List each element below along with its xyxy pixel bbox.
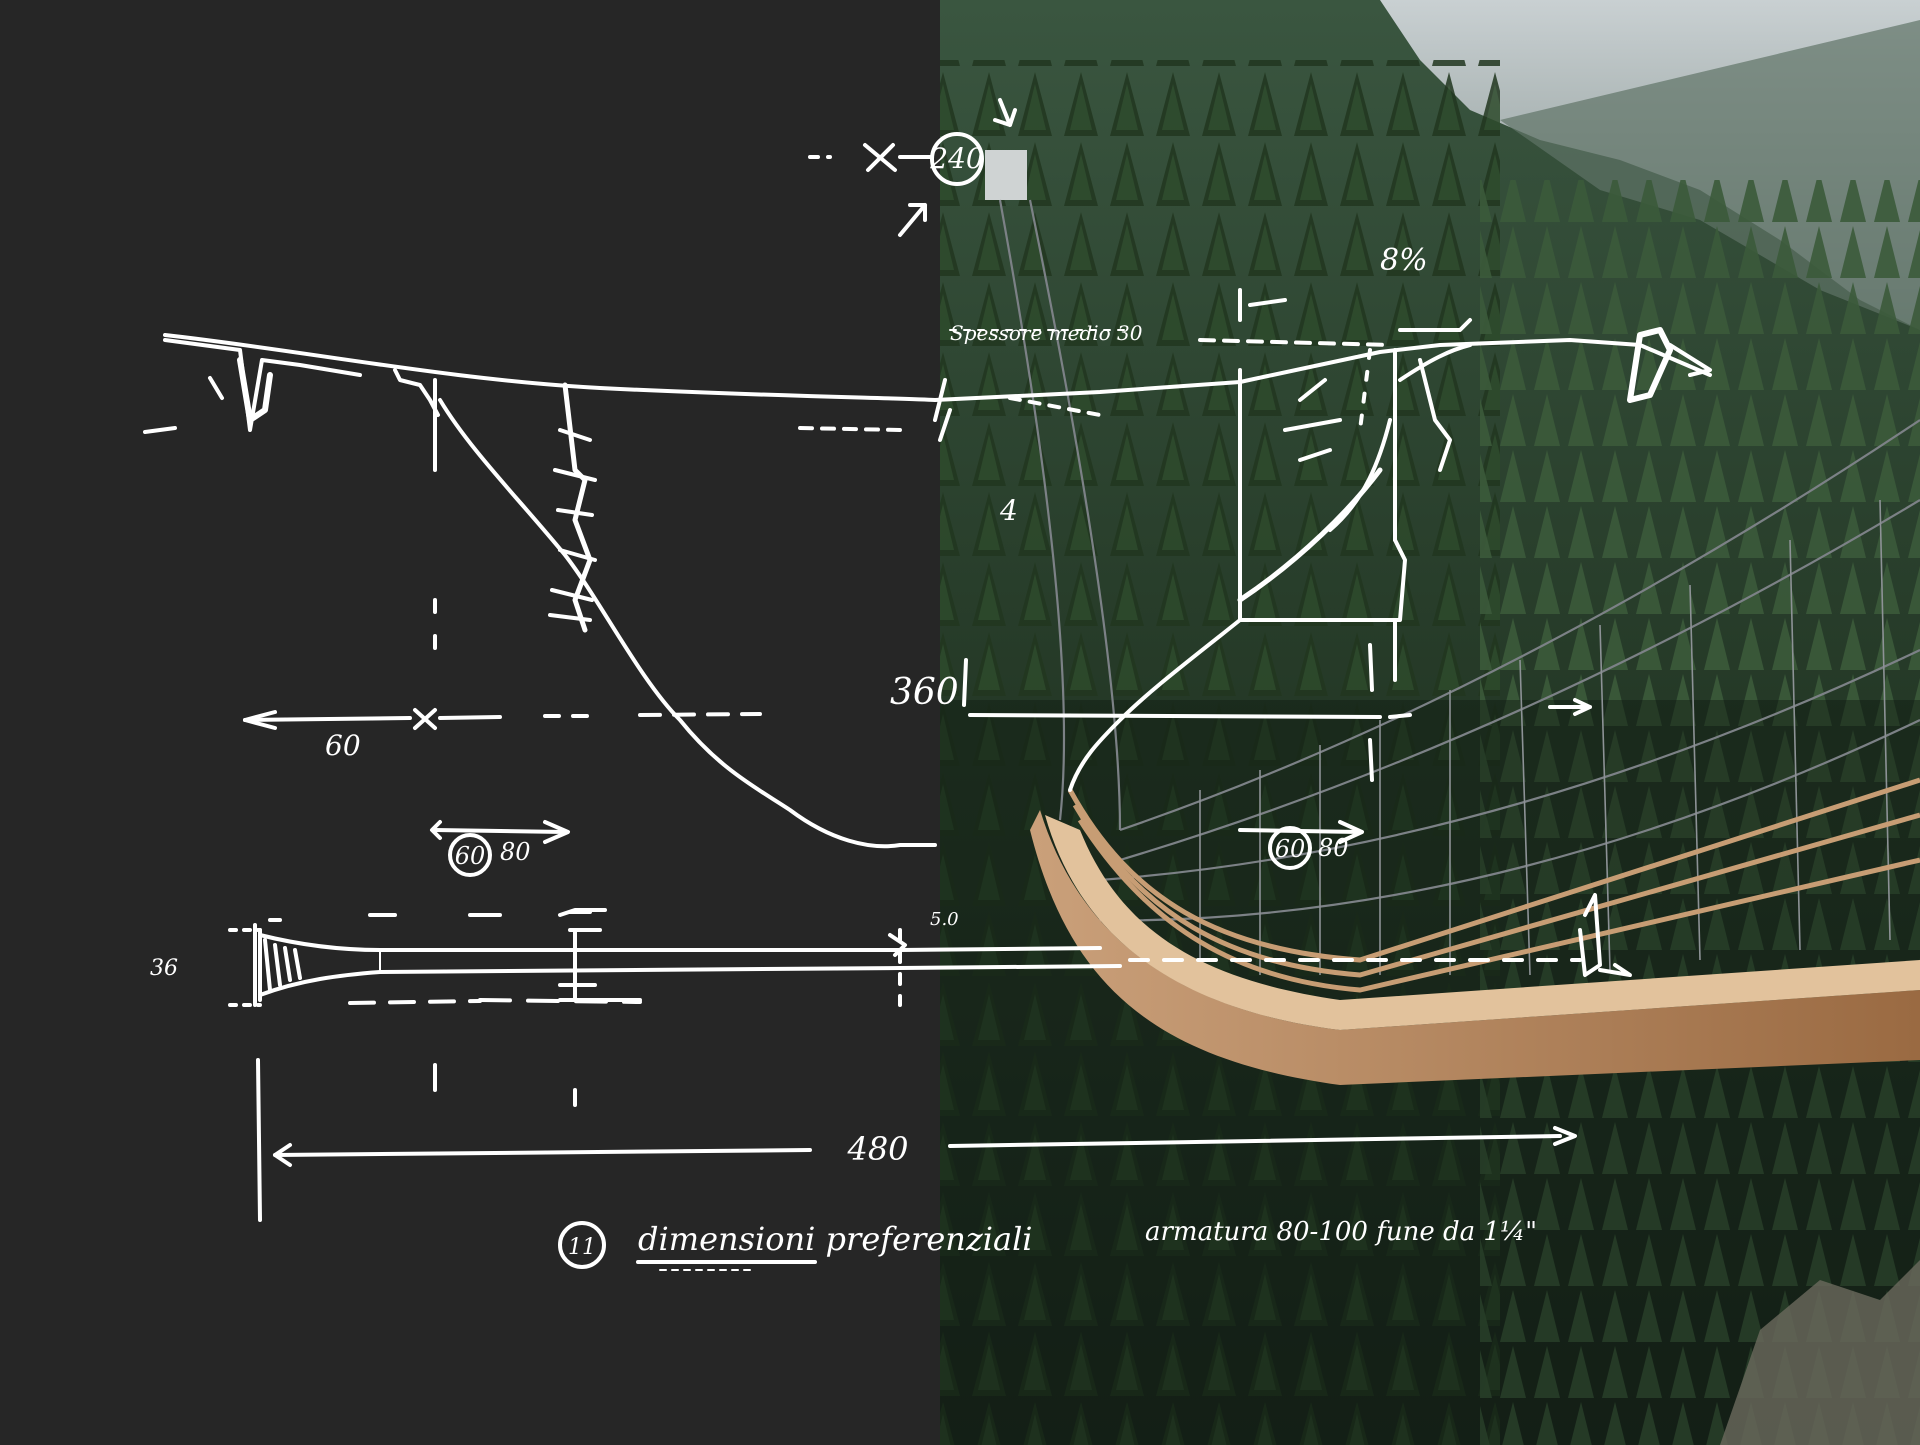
bridge-deck — [1030, 810, 1920, 1085]
left-support-detail — [393, 368, 440, 417]
total-length-dimension — [256, 1058, 1577, 1222]
terrain-profile-left — [438, 398, 937, 849]
rock-outcrop — [1720, 1260, 1920, 1445]
ink-overlay — [143, 98, 1712, 1271]
left-abutment — [163, 338, 362, 432]
deck-right-label: 5.0 — [930, 909, 959, 930]
caption-right-label: armatura 80-100 fune da 1¼" — [1145, 1217, 1537, 1247]
sketch-background — [0, 0, 940, 1445]
deck-line-left — [163, 333, 937, 402]
left-bay-label: 60 — [325, 729, 361, 762]
tree-layer-left — [940, 60, 1500, 1445]
central-anchor-zigzag — [562, 382, 593, 633]
span-label: 360 — [890, 672, 959, 713]
percent-label: 8% — [1380, 243, 1428, 278]
note-number-label: 11 — [568, 1235, 596, 1260]
deck-left-label: 36 — [150, 956, 178, 981]
deck-line-mid — [933, 380, 1242, 402]
right-range-label: 80 — [1318, 834, 1349, 862]
center-circle-label: 60 — [455, 842, 486, 870]
right-circle-label: 60 — [1275, 835, 1306, 863]
deck-walking-surface — [1045, 815, 1920, 1030]
right-range-mark — [1238, 820, 1364, 870]
hanger-cables — [1199, 499, 1891, 980]
top-dimension-label: 240 — [929, 142, 983, 175]
deck-line-right — [1238, 338, 1712, 384]
photo-panel — [940, 0, 1920, 1445]
handrails — [1067, 777, 1920, 993]
top-dimension-mark — [808, 98, 1017, 237]
right-anchor-block — [1627, 327, 1673, 403]
top-left-label: 4 — [999, 494, 1018, 527]
left-bay-dimension — [243, 708, 762, 730]
upper-note-label: Spessore medio 30 — [950, 321, 1143, 345]
top-dimension-circle — [930, 132, 984, 186]
total-length-label: 480 — [846, 1130, 908, 1168]
center-range-label: 80 — [500, 838, 531, 866]
far-bridge-tower — [985, 150, 1027, 200]
center-range-mark — [430, 820, 570, 877]
caption-label: dimensioni preferenziali — [638, 1220, 1033, 1258]
handwritten-labels: 240 Spessore medio 30 8% 360 60 60 80 60… — [150, 142, 1537, 1260]
span-dimension-line — [968, 713, 1382, 719]
deck-plan-sketch — [228, 893, 1632, 1007]
note-number-circle — [558, 1221, 606, 1269]
sketch-panel — [0, 0, 940, 1445]
